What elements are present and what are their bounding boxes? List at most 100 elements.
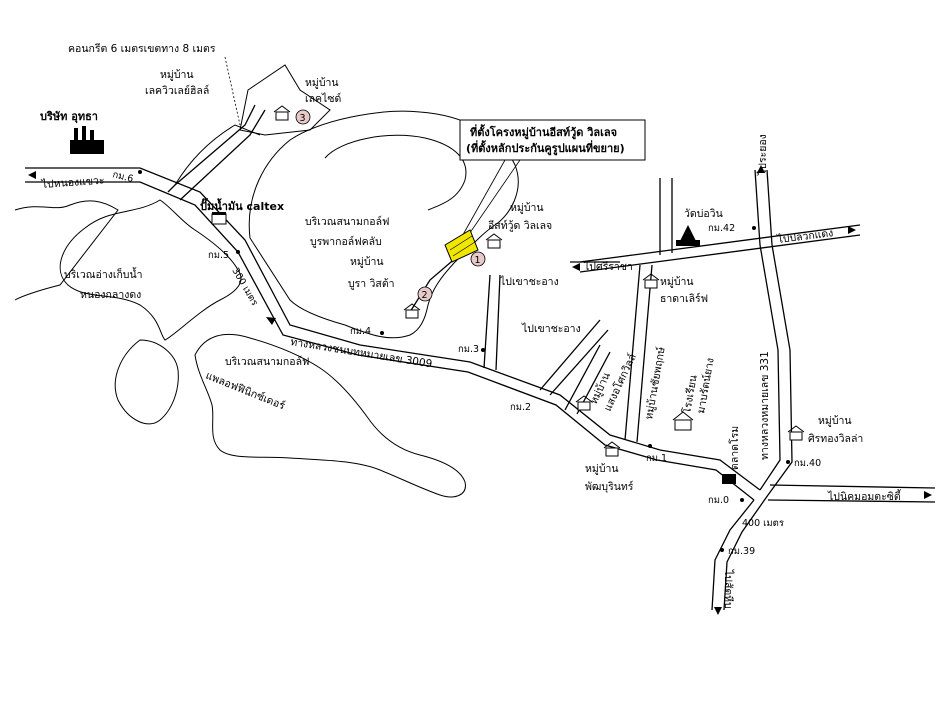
km4-dot-icon [380,331,384,335]
km6-label: กม.6 [111,169,134,185]
road-lakeview [167,104,256,193]
road-east-inner [767,499,936,503]
arrow-icon-sattahip [714,607,722,615]
west-hill-outline [14,200,119,301]
to-pluak-daeng-label: ไปปลวกแดง [776,226,834,246]
to-nikhom-label: ไปนิคมอมตะซิตี้ [827,489,902,503]
project-callout-box [459,119,646,161]
house-icon-saeng [575,395,593,411]
km40-dot-icon [786,460,790,464]
road-rayong-inner [766,169,773,246]
km3-dot-icon [481,348,485,352]
arrow-icon-300 [266,317,276,325]
phuburin-label: หมู่บ้าน พัฒบุรินทร์ [585,463,634,493]
arrow-icon-nong-khaem [28,171,36,179]
lower-hill-outline [114,339,179,425]
thada-label: หมู่บ้าน ธาดาเลิร์ฟ [660,276,708,305]
lakeside-area-outline [239,64,331,136]
km40-label: กม.40 [794,458,821,469]
road-khao-chi-on-1 [483,274,491,369]
temple-icon [676,225,700,246]
golf-phoenix-label: บริเวณสนามกอล์ฟ [225,355,309,368]
km5-label: กม.5 [208,250,229,261]
project-subtitle: (ที่ตั้งหลักประกันคูรูปแผนที่ขยาย) [466,140,625,156]
house-icon-thada [642,273,660,289]
dist-300-label: 300 เมตร [229,266,259,308]
to-sri-racha-label: ไปศรีราชา [583,260,633,273]
house-icon-eastwood [485,233,503,249]
dist-400-label: 400 เมตร [742,518,784,529]
lakeview-area-outline [174,124,261,186]
eastwood-label: หมู่บ้าน อีสท์วู้ด วิลเลจ [488,202,552,232]
project-plot [444,229,479,263]
chaiyaphruek-label: หมู่บ้านชัยพฤกษ์ [642,346,668,421]
to-sattahip-label: ไปสัตหีบ [722,569,735,609]
sirithong-label: หมู่บ้าน ศิรทองวิลล่า [808,415,863,445]
company-label: บริษัท อุทธา [40,110,98,124]
golf-area-outline [248,110,519,339]
house-icon-sirithong [787,425,805,441]
main-road-west-inner [25,181,755,501]
km39-label: กม.39 [728,546,755,557]
svg-text:2: 2 [422,290,428,301]
project-pointer [464,159,521,241]
to-khao-chi-on-label-2: ไปเขาชะอาง [521,322,581,335]
road-rayong [754,169,761,246]
road-pluak-daeng-inner [579,234,861,273]
road-khao-chi-on-2-inner [549,329,609,396]
km42-dot-icon [752,226,756,230]
km0-label: กม.0 [708,495,729,506]
km5-dot-icon [236,250,240,254]
km39-dot-icon [720,548,724,552]
road-khao-chi-on-2 [539,319,601,391]
golf-burapha-label: บริเวณสนามกอล์ฟ บูรพากอล์ฟคลับ [305,215,393,248]
house-icon-lakeside [273,105,291,121]
highway-331-inner [767,244,793,496]
road-south [711,499,755,611]
house-icon-burasita [403,303,421,319]
lakeview-hills-label: หมู่บ้าน เลควิวเลย์ฮิลล์ [145,69,209,97]
gas-station-icon [211,212,227,225]
lake-inner-outline [324,134,467,211]
road-khao-chi-on-1-inner [495,274,501,371]
road-south-inner [723,494,769,611]
lakeview-hills-line1: หมู่บ้าน [160,69,194,81]
concrete-road-label: คอนกรีต 6 เมตรเขตทาง 8 เมตร [68,42,216,55]
reservoir-outline [59,199,242,341]
road-east [769,484,936,489]
arrow-icon-rayong [757,165,765,173]
arrow-icon-sri-racha [572,263,580,271]
svg-text:3: 3 [300,113,306,124]
lakeside-label: หมู่บ้าน เลคไซด์ [305,77,342,105]
marker-2: 2 [417,286,433,302]
to-nong-khaem-label: ไปหนองแขวะ [40,174,105,191]
km0-dot-icon [740,498,744,502]
reservoir-label: บริเวณอ่างเก็บน้ำ หนองกลางดง [64,267,146,301]
arrow-icon-nikhom [924,491,932,499]
project-pointer-2 [459,159,506,241]
km1-label: กม.1 [646,453,667,464]
km1-dot-icon [648,444,652,448]
school-icon [672,411,694,431]
main-road-west [25,167,761,491]
road-saeng [564,344,601,411]
marker-3: 3 [295,109,311,125]
to-khao-chi-on-label-1: ไปเขาชะอาง [499,275,559,288]
highway-331 [759,244,781,491]
to-rayong-label: ไประยอง [756,134,769,176]
caltex-label: ปั๊มน้ำมัน caltex [200,198,284,213]
burasita-label: หมู่บ้าน บูรา วิสต้า [348,256,395,290]
road-lakeview-inner [179,109,266,201]
svg-text:1: 1 [475,255,481,266]
km4-label: กม.4 [350,326,371,337]
wat-label: วัดบ่อวิน [684,208,723,220]
road-chaiyaphruek [624,264,641,441]
km6-dot-icon [138,170,142,174]
golf-phoenix-label-2: แพลอฟฟินิกซ์เดอร์ [204,369,287,413]
marker-1: 1 [470,251,486,267]
house-icon-phuburin [603,441,621,457]
km2-label: กม.2 [510,402,531,413]
south-golf-outline [194,333,466,498]
highway-331-label: ทางหลวงหมายเลข 331 [759,351,771,460]
